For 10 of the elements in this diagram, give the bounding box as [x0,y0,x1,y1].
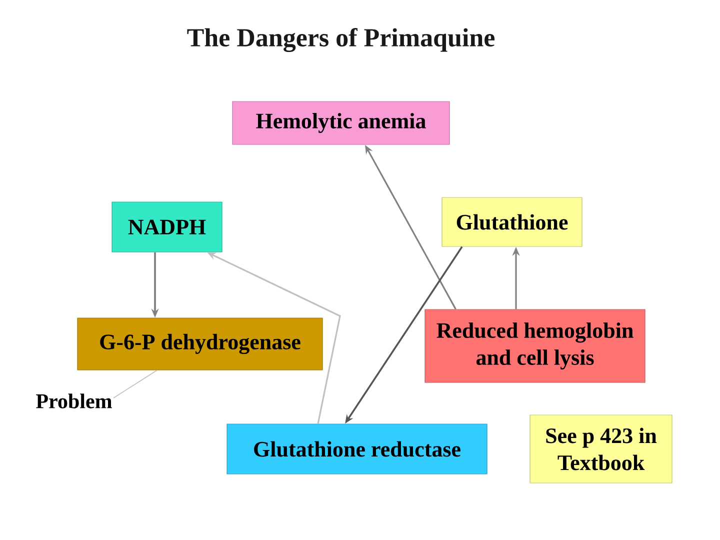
leader-line [113,370,158,398]
concept-box: NADPH [112,202,222,252]
concept-box: G-6-P dehydrogenase [77,318,323,370]
concept-box: Hemolytic anemia [232,101,450,145]
concept-box: Glutathione [442,197,582,247]
concept-box: Glutathione reductase [226,424,488,474]
text-label: Problem [36,394,112,408]
note-box: See p 423 in Textbook [530,414,672,484]
title: The Dangers of Primaquine [187,28,495,52]
concept-box: Reduced hemoglobin and cell lysis [424,309,646,383]
